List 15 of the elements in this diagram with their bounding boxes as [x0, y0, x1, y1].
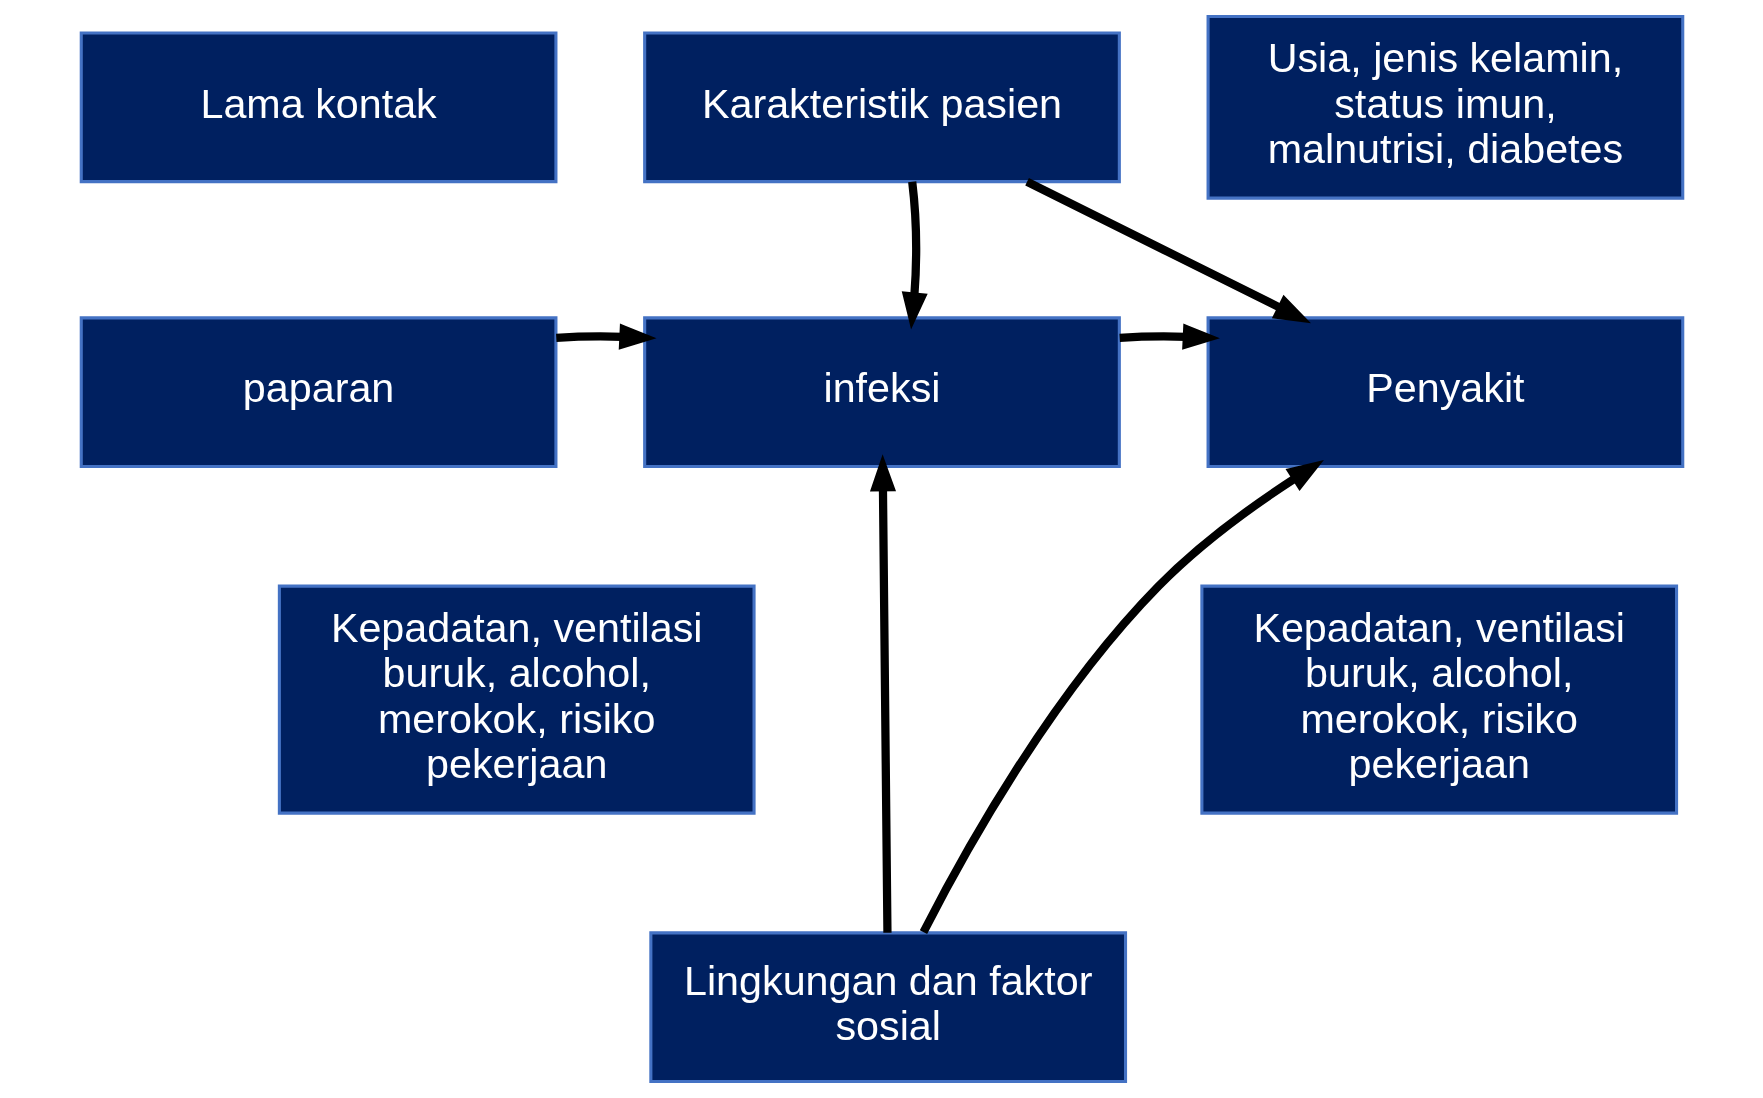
node-box: Penyakit	[1206, 316, 1684, 468]
arrow	[869, 454, 896, 933]
node-box: Kepadatan, ventilasi buruk, alcohol, merokok, risiko pekerjaan	[1199, 584, 1678, 815]
node-box: Kepadatan, ventilasi buruk, alcohol, merokok, risiko pekerjaan	[277, 584, 756, 815]
node-box: Karakteristik pasien	[642, 31, 1121, 184]
arrow	[555, 323, 657, 350]
arrow	[919, 459, 1324, 934]
arrow	[1024, 178, 1311, 324]
node-box: Lingkungan dan faktor sosial	[648, 931, 1127, 1083]
node-box: paparan	[79, 316, 557, 468]
node-box: infeksi	[642, 316, 1121, 468]
arrow	[901, 181, 928, 330]
node-box: Usia, jenis kelamin, status imun, malnutrisi, diabetes	[1206, 15, 1684, 200]
arrow	[1118, 323, 1220, 350]
node-box: Lama kontak	[79, 31, 557, 184]
